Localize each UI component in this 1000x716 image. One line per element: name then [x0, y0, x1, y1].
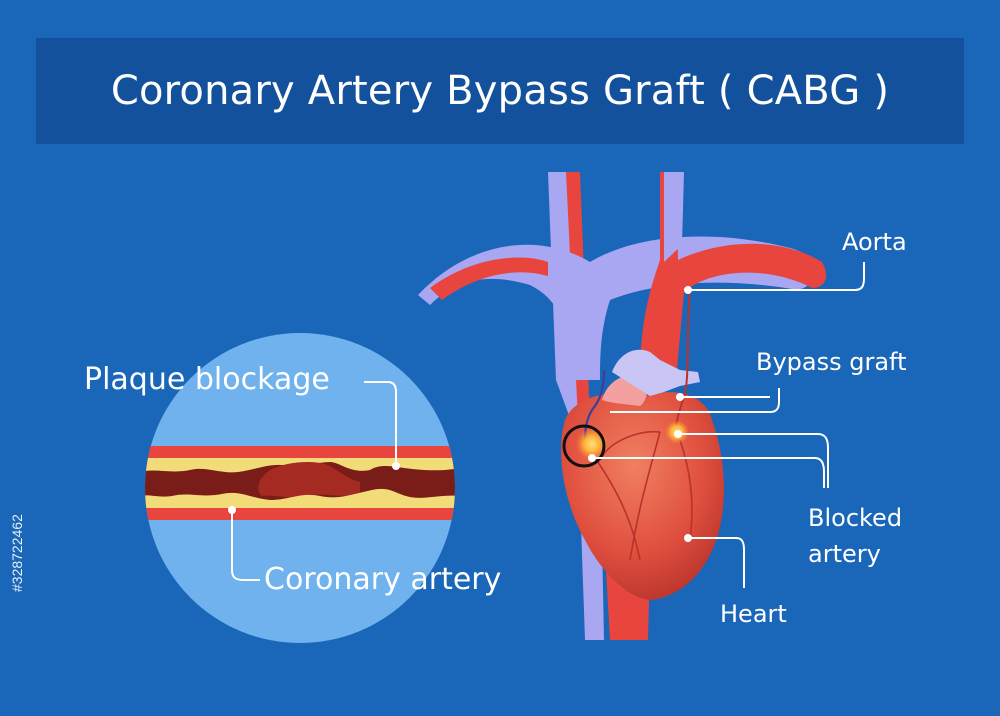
plaque-blockage-mass	[258, 462, 360, 498]
bypass-leader-1	[610, 388, 780, 413]
left-red-branch	[430, 257, 548, 300]
plaque-leader	[364, 381, 397, 466]
leader-lines-left	[228, 381, 400, 581]
diagram-title: Coronary Artery Bypass Graft ( CABG )	[110, 68, 890, 114]
blocked-leader-2	[592, 457, 825, 488]
label-blocked-artery-line2: artery	[808, 540, 881, 568]
label-heart: Heart	[720, 600, 787, 628]
blockage-marker-circle	[562, 424, 606, 468]
bypass-graft-tube-right	[675, 289, 691, 431]
label-blocked-artery-line1: Blocked	[808, 504, 903, 532]
leader-lines-right	[588, 262, 865, 588]
label-plaque-blockage: Plaque blockage	[84, 362, 330, 397]
coronary-leader	[231, 510, 260, 581]
aorta-leader	[688, 262, 865, 291]
label-bypass-graft: Bypass graft	[756, 348, 907, 376]
stock-image-id: #328722462	[9, 514, 25, 592]
zoom-inset	[145, 333, 455, 643]
artery-wall-top	[145, 446, 455, 458]
artery-wall-bottom	[145, 508, 455, 520]
title-bar: Coronary Artery Bypass Graft ( CABG )	[36, 38, 964, 144]
pulmonary-trunk	[612, 349, 700, 396]
label-aorta: Aorta	[842, 228, 907, 256]
coronary-vessels	[589, 430, 693, 561]
right-lavender-vessel	[664, 172, 684, 262]
heart-leader	[688, 537, 745, 588]
label-coronary-artery: Coronary artery	[264, 562, 502, 597]
plaque-bottom	[145, 488, 455, 508]
blocked-leader-1	[678, 433, 829, 488]
